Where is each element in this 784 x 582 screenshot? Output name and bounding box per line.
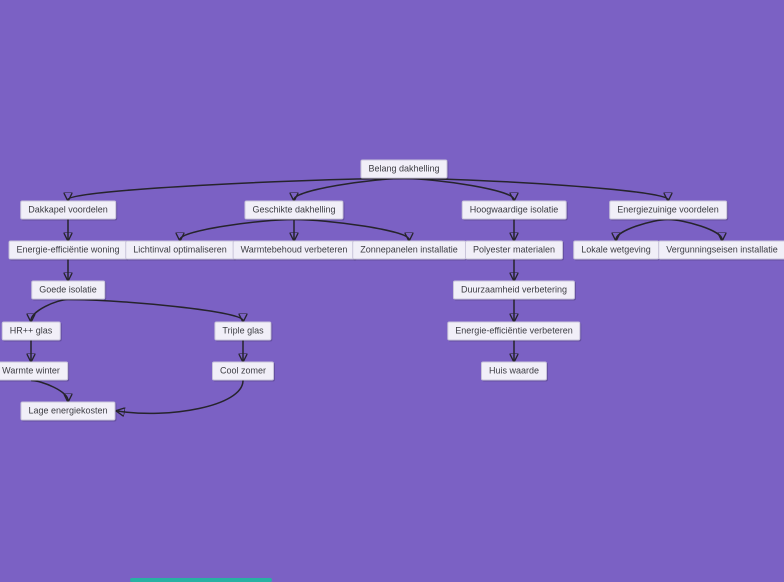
edge-cool-zomer-to-lage-kosten [118,380,244,414]
edge-energiezuinige-to-lokale [616,218,669,240]
mindmap-node-lichtinval[interactable]: Lichtinval optimaliseren [125,240,235,260]
mindmap-node-dakkapel[interactable]: Dakkapel voordelen [20,200,116,220]
mindmap-node-huis-waarde[interactable]: Huis waarde [480,361,548,381]
mindmap-node-root[interactable]: Belang dakhelling [360,159,448,179]
mindmap-node-efficientie-woning[interactable]: Energie-efficiëntie woning [8,240,128,260]
edge-root-to-dakkapel [68,177,405,200]
mindmap-node-energiezuinige[interactable]: Energiezuinige voordelen [609,200,727,220]
mindmap-node-lage-kosten[interactable]: Lage energiekosten [20,401,116,421]
mindmap-node-lokale[interactable]: Lokale wetgeving [573,240,659,260]
mindmap-node-efficientie-verbeteren[interactable]: Energie-efficiëntie verbeteren [447,321,581,341]
mindmap-node-geschikte[interactable]: Geschikte dakhelling [244,200,344,220]
edge-energiezuinige-to-vergunning [667,218,722,240]
mindmap-node-hoogwaardige[interactable]: Hoogwaardige isolatie [461,200,567,220]
mindmap-node-duurzaamheid[interactable]: Duurzaamheid verbetering [452,280,576,300]
mindmap-node-polyester[interactable]: Polyester materialen [464,240,564,260]
mindmap-node-warmtebehoud[interactable]: Warmtebehoud verbeteren [232,240,356,260]
mindmap-node-warmte-winter[interactable]: Warmte winter [0,361,68,381]
edge-root-to-geschikte [294,177,405,200]
mindmap-node-vergunning[interactable]: Vergunningseisen installatie [658,240,784,260]
mindmap-node-goede-isolatie[interactable]: Goede isolatie [31,280,105,300]
edge-geschikte-to-zonnepanelen [293,218,409,240]
edge-root-to-energiezuinige [403,177,668,200]
edge-goede-isolatie-to-hr-glas [31,298,69,321]
edge-geschikte-to-lichtinval [180,218,295,240]
mindmap-node-triple-glas[interactable]: Triple glas [214,321,272,341]
edge-goede-isolatie-to-triple-glas [67,298,243,321]
mindmap-node-cool-zomer[interactable]: Cool zomer [211,361,275,381]
edge-root-to-hoogwaardige [403,177,514,200]
horizontal-scrollbar-thumb[interactable] [130,578,272,582]
edge-warmte-winter-to-lage-kosten [30,379,68,401]
mindmap-node-zonnepanelen[interactable]: Zonnepanelen installatie [352,240,466,260]
mindmap-node-hr-glas[interactable]: HR++ glas [1,321,61,341]
